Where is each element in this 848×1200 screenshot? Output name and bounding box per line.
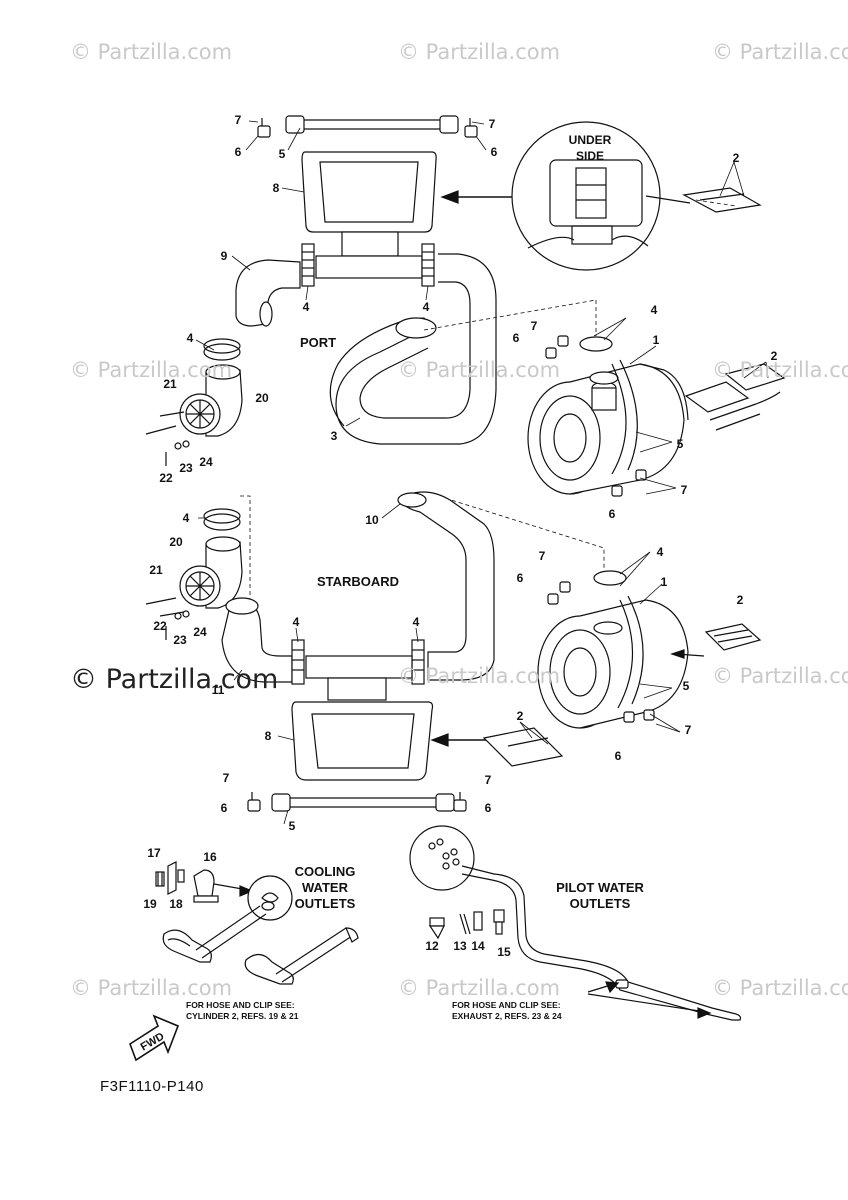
callout-19: 19 (143, 897, 157, 911)
hose-3 (329, 253, 497, 445)
adapter-20-21-top (179, 364, 243, 437)
watermark: © Partzilla.com (398, 976, 561, 1000)
callout-5: 5 (676, 437, 684, 451)
hose-9 (235, 259, 301, 327)
callout-12: 12 (425, 939, 439, 953)
callout-10: 10 (365, 513, 379, 527)
callout-7: 7 (484, 773, 492, 787)
watermark: © Partzilla.com (398, 40, 561, 64)
callout-24: 24 (193, 625, 207, 639)
watermark: © Partzilla.com (712, 664, 848, 688)
fwd-arrow-icon (129, 1014, 180, 1062)
callout-5: 5 (278, 147, 286, 161)
adapter-20-21-bottom (179, 536, 243, 609)
callout-2: 2 (732, 151, 740, 165)
callout-8: 8 (272, 181, 280, 195)
port-label: PORT (299, 335, 337, 350)
callout-2: 2 (516, 709, 524, 723)
hose-10 (397, 491, 495, 681)
callout-7: 7 (488, 117, 496, 131)
callout-7: 7 (234, 113, 242, 127)
watermark: © Partzilla.com (712, 358, 848, 382)
callout-6: 6 (614, 749, 622, 763)
callout-5: 5 (682, 679, 690, 693)
callout-22: 22 (159, 471, 173, 485)
callout-22: 22 (153, 619, 167, 633)
callout-15: 15 (497, 945, 511, 959)
callout-6: 6 (234, 145, 242, 159)
watermark: © Partzilla.com (70, 664, 279, 695)
callout-6: 6 (220, 801, 228, 815)
watermark: © Partzilla.com (70, 976, 233, 1000)
callout-7: 7 (530, 319, 538, 333)
watermark: © Partzilla.com (712, 40, 848, 64)
starboard-label: STARBOARD (316, 574, 400, 589)
pilot-note-line1: FOR HOSE AND CLIP SEE: (452, 1000, 561, 1010)
callout-21: 21 (163, 377, 177, 391)
callout-1: 1 (660, 575, 668, 589)
callout-23: 23 (179, 461, 193, 475)
under-side-label: UNDER SIDE (568, 133, 612, 163)
callout-24: 24 (199, 455, 213, 469)
strap-top (285, 115, 459, 134)
callout-6: 6 (490, 145, 498, 159)
pilot-outlets-drawing (409, 825, 742, 1021)
callout-1: 1 (652, 333, 660, 347)
callout-2: 2 (770, 349, 778, 363)
callout-5: 5 (288, 819, 296, 833)
callout-4: 4 (656, 545, 664, 559)
air-filter-top (527, 336, 689, 495)
under-side-detail (511, 121, 661, 271)
callout-21: 21 (149, 563, 163, 577)
callout-6: 6 (512, 331, 520, 345)
intake-box-bottom (291, 655, 434, 781)
intake-box-top (301, 151, 437, 279)
air-filter-bottom (537, 570, 689, 729)
callout-4: 4 (412, 615, 420, 629)
callout-7: 7 (222, 771, 230, 785)
callout-4: 4 (182, 511, 190, 525)
cooling-water-outlets-label: COOLING WATER OUTLETS (294, 864, 356, 911)
callout-11: 11 (211, 683, 225, 697)
callout-14: 14 (471, 939, 485, 953)
callout-4: 4 (292, 615, 300, 629)
cooling-note-line1: FOR HOSE AND CLIP SEE: (186, 1000, 295, 1010)
callout-16: 16 (203, 850, 217, 864)
hose-11 (221, 597, 293, 683)
cooling-outlets-drawing (155, 861, 359, 985)
callout-7: 7 (538, 549, 546, 563)
cooling-note-line2: CYLINDER 2, REFS. 19 & 21 (186, 1011, 299, 1021)
strap-bottom (271, 793, 455, 812)
callout-8: 8 (264, 729, 272, 743)
watermark: © Partzilla.com (70, 40, 233, 64)
callout-2: 2 (736, 593, 744, 607)
callout-20: 20 (169, 535, 183, 549)
callout-6: 6 (608, 507, 616, 521)
callout-9: 9 (220, 249, 228, 263)
callout-7: 7 (684, 723, 692, 737)
callout-4: 4 (302, 300, 310, 314)
callout-13: 13 (453, 939, 467, 953)
pilot-water-outlets-label: PILOT WATER OUTLETS (556, 880, 644, 911)
callout-17: 17 (147, 846, 161, 860)
callout-18: 18 (169, 897, 183, 911)
callout-6: 6 (484, 801, 492, 815)
watermark: © Partzilla.com (712, 976, 848, 1000)
callout-23: 23 (173, 633, 187, 647)
diagram-code: F3F1110-P140 (100, 1078, 204, 1095)
watermark: © Partzilla.com (398, 358, 561, 382)
callout-4: 4 (650, 303, 658, 317)
callout-3: 3 (330, 429, 338, 443)
pilot-note-line2: EXHAUST 2, REFS. 23 & 24 (452, 1011, 562, 1021)
callout-6: 6 (516, 571, 524, 585)
watermark: © Partzilla.com (398, 664, 561, 688)
callout-7: 7 (680, 483, 688, 497)
watermark: © Partzilla.com (70, 358, 233, 382)
callout-4: 4 (422, 300, 430, 314)
callout-20: 20 (255, 391, 269, 405)
callout-4: 4 (186, 331, 194, 345)
